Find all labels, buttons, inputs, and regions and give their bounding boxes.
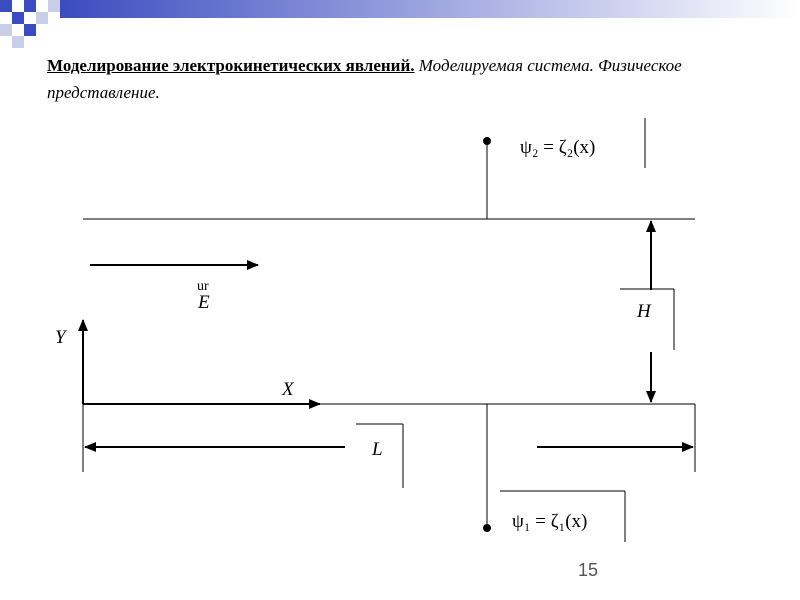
top-probe-dot: [483, 137, 491, 145]
deco-square: [0, 0, 12, 12]
deco-square: [24, 0, 36, 12]
page-number: 15: [578, 560, 599, 580]
y-axis-label: Y: [55, 327, 68, 348]
deco-square: [12, 12, 24, 24]
deco-square: [36, 12, 48, 24]
deco-square: [0, 24, 12, 36]
e-field-label: E: [197, 292, 210, 313]
psi1-label: ψ₁ = ζ₁(x): [512, 511, 587, 532]
length-label: L: [371, 439, 383, 460]
deco-square: [12, 36, 24, 48]
e-field-vector-mark: ur: [197, 279, 209, 294]
x-axis-label: X: [281, 379, 295, 400]
title-bold-part: Моделирование электрокинетических явлени…: [47, 56, 415, 75]
deco-square: [48, 0, 60, 12]
title-italic-part: Моделируемая система. Физическое предста…: [47, 56, 682, 102]
deco-bar: [60, 0, 800, 18]
deco-square: [24, 24, 36, 36]
height-label: H: [636, 301, 652, 322]
header-decoration: [0, 0, 800, 48]
psi2-label: ψ₂ = ζ₂(x): [520, 137, 595, 158]
bottom-probe-dot: [483, 524, 491, 532]
slide-title: Моделирование электрокинетических явлени…: [47, 52, 747, 106]
